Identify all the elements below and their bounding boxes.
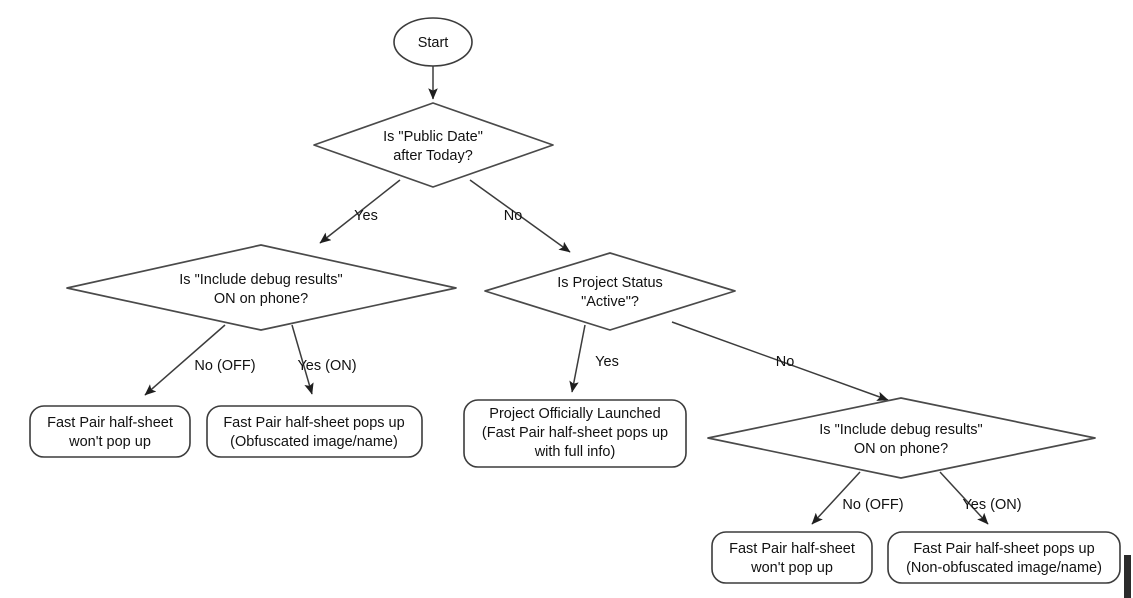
- launched-line1: Project Officially Launched: [489, 406, 660, 422]
- start-label: Start: [418, 35, 449, 51]
- connector-project-status-no: [671, 321, 889, 401]
- debug-right-line2: ON on phone?: [854, 441, 948, 457]
- no-popup-left-line1: Fast Pair half-sheet: [47, 415, 173, 431]
- debug-left-line1: Is "Include debug results": [179, 272, 342, 288]
- edge-label-debug-left-yes: Yes (ON): [297, 358, 356, 374]
- connector-debug-right-yes: [939, 471, 989, 525]
- node-public-date-decision[interactable]: Is "Public Date" after Today?: [313, 102, 554, 188]
- debug-right-line1: Is "Include debug results": [819, 422, 982, 438]
- connector-debug-right-no: [811, 471, 861, 525]
- obfuscated-line2: (Obfuscated image/name): [230, 434, 398, 450]
- public-date-line2: after Today?: [393, 148, 473, 164]
- node-start[interactable]: Start: [393, 17, 473, 67]
- edge-label-debug-left-no: No (OFF): [194, 358, 255, 374]
- public-date-line1: Is "Public Date": [383, 129, 483, 145]
- no-popup-left-line2: won't pop up: [68, 434, 151, 450]
- edge-label-public-date-yes: Yes: [354, 208, 378, 224]
- node-no-popup-right[interactable]: Fast Pair half-sheet won't pop up: [711, 531, 873, 584]
- non-obfuscated-line2: (Non-obfuscated image/name): [906, 560, 1102, 576]
- project-status-diamond: [484, 252, 736, 331]
- no-popup-left-box: [29, 405, 191, 458]
- edge-label-public-date-no: No: [504, 208, 523, 224]
- no-popup-right-box: [711, 531, 873, 584]
- connector-debug-left-yes: [291, 324, 314, 395]
- no-popup-right-line1: Fast Pair half-sheet: [729, 541, 855, 557]
- launched-box: [463, 399, 687, 468]
- edge-label-debug-right-no: No (OFF): [842, 497, 903, 513]
- public-date-diamond: [313, 102, 554, 188]
- debug-left-line2: ON on phone?: [214, 291, 308, 307]
- connector-public-date-no: [469, 179, 571, 253]
- debug-right-diamond: [707, 397, 1096, 479]
- edge-label-project-status-no: No: [776, 354, 795, 370]
- no-popup-right-line2: won't pop up: [750, 560, 833, 576]
- node-debug-results-right-decision[interactable]: Is "Include debug results" ON on phone?: [707, 397, 1096, 479]
- connector-project-status-yes: [569, 324, 586, 393]
- node-non-obfuscated-popup[interactable]: Fast Pair half-sheet pops up (Non-obfusc…: [887, 531, 1121, 584]
- debug-left-diamond: [66, 244, 457, 331]
- non-obfuscated-line1: Fast Pair half-sheet pops up: [913, 541, 1094, 557]
- node-no-popup-left[interactable]: Fast Pair half-sheet won't pop up: [29, 405, 191, 458]
- node-obfuscated-popup[interactable]: Fast Pair half-sheet pops up (Obfuscated…: [206, 405, 423, 458]
- obfuscated-box: [206, 405, 423, 458]
- edge-label-debug-right-yes: Yes (ON): [962, 497, 1021, 513]
- edge-label-project-status-yes: Yes: [595, 354, 619, 370]
- node-project-status-decision[interactable]: Is Project Status "Active"?: [484, 252, 736, 331]
- connector-public-date-yes: [319, 179, 401, 244]
- launched-line3: with full info): [534, 444, 616, 460]
- obfuscated-line1: Fast Pair half-sheet pops up: [223, 415, 404, 431]
- page-edge-artifact: [1124, 555, 1131, 598]
- project-status-line1: Is Project Status: [557, 275, 663, 291]
- project-status-line2: "Active"?: [581, 294, 639, 310]
- start-ellipse: [393, 17, 473, 67]
- node-project-launched[interactable]: Project Officially Launched (Fast Pair h…: [463, 399, 687, 468]
- launched-line2: (Fast Pair half-sheet pops up: [482, 425, 668, 441]
- connector-debug-left-no: [144, 324, 226, 396]
- node-debug-results-left-decision[interactable]: Is "Include debug results" ON on phone?: [66, 244, 457, 331]
- non-obfuscated-box: [887, 531, 1121, 584]
